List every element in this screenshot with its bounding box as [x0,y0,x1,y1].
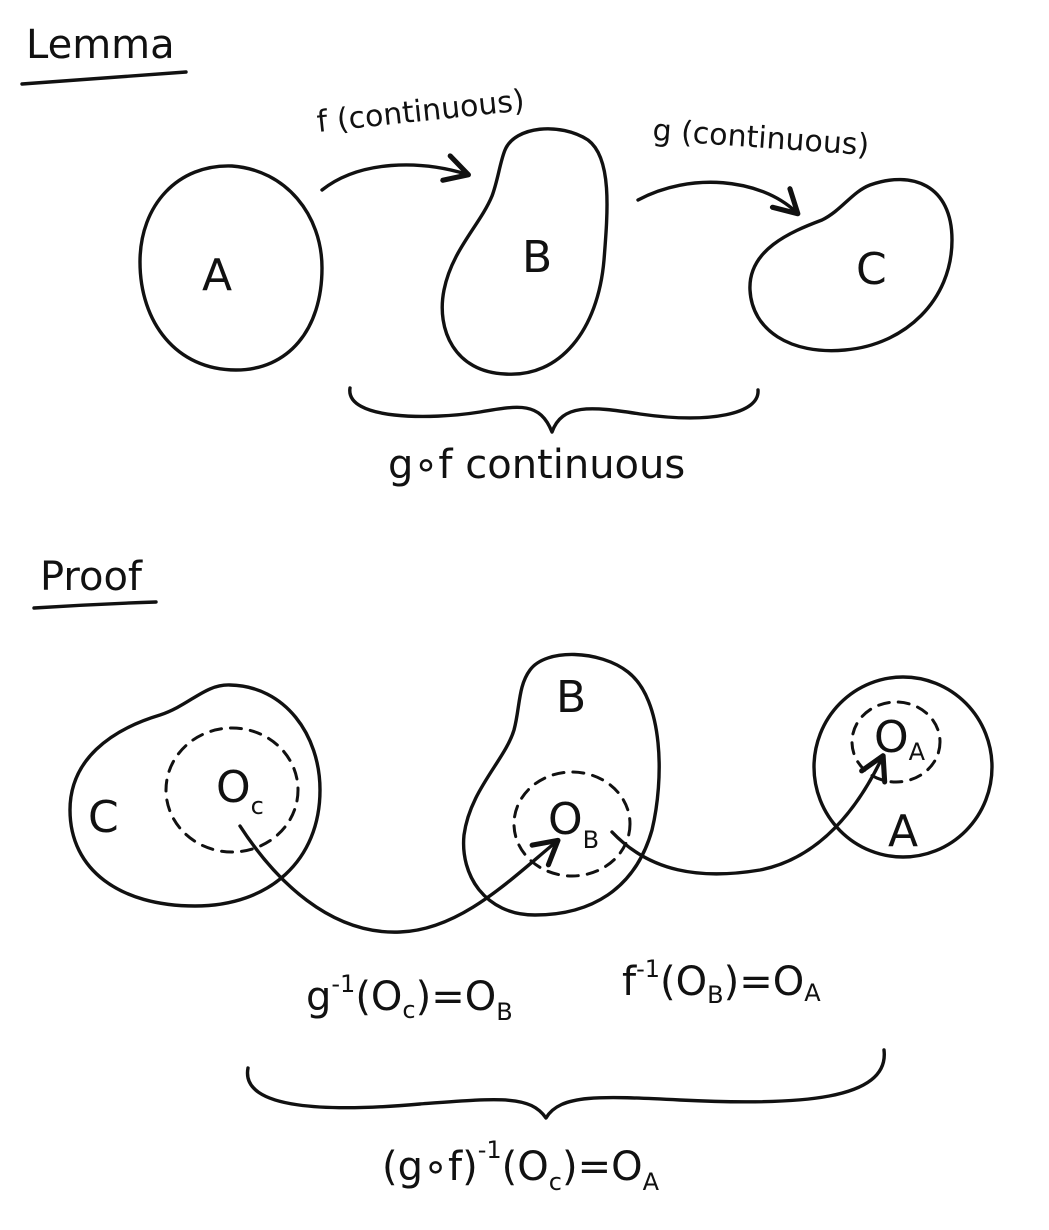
proof-open-set-oa-label: OA [874,712,926,766]
lemma-set-a-blob [138,164,324,372]
proof-set-a-label: A [888,806,918,857]
lemma-heading: Lemma [26,22,175,68]
proof-open-set-ob-boundary [512,770,632,878]
proof-conclusion: (g∘f)-1(Oc)=OA [382,1136,660,1196]
lemma-arrow-g-label: g (continuous) [651,113,870,163]
lemma-conclusion: g∘f continuous [388,442,685,488]
lemma-section: Lemma A B C f (continuous) g (continuous… [20,22,954,488]
lemma-set-c-blob [748,177,954,353]
proof-open-set-oc-label: Oc [216,762,264,820]
lemma-arrow-f-label: f (continuous) [315,83,526,140]
proof-set-b-label: B [556,672,586,723]
proof-arrow-ob-to-oa [610,753,888,876]
proof-eq-f-preimage: f-1(OB)=OA [622,955,821,1009]
proof-open-set-oc-boundary [164,726,300,854]
proof-heading-underline [32,600,158,610]
lemma-heading-underline [20,70,188,86]
proof-set-c-blob [68,683,322,908]
lemma-brace [348,386,760,434]
proof-arrow-oc-to-ob [238,824,561,934]
proof-set-c-label: C [88,792,119,843]
lemma-set-a-label: A [202,250,232,301]
lemma-set-c-label: C [856,244,887,295]
proof-eq-g-preimage: g-1(Oc)=OB [306,970,513,1026]
proof-open-set-ob-label: OB [548,794,599,854]
lemma-arrow-f [320,153,471,192]
lemma-set-b-blob [440,127,609,376]
lemma-arrow-g [636,180,801,217]
lemma-set-b-label: B [522,232,552,283]
proof-brace [245,1048,886,1120]
proof-set-b-blob [461,652,661,917]
proof-open-set-oa-boundary [850,700,942,784]
proof-set-a-blob [812,675,994,859]
proof-section: Proof C Oc B OB A OA g-1(Oc)=OB [32,554,994,1196]
proof-heading: Proof [40,554,143,600]
